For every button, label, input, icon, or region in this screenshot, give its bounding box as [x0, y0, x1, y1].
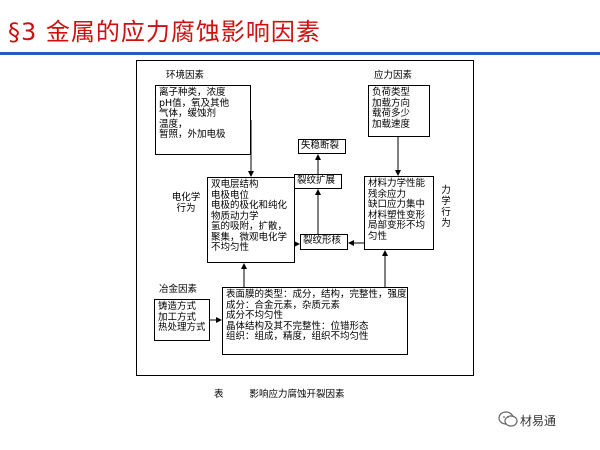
surface-line-3: 成分不均匀性 [226, 310, 284, 321]
ec-line-1: 双电层结构 [211, 179, 259, 190]
caption-label: 表 [214, 389, 224, 400]
ec-line-2: 电极电位 [211, 189, 250, 201]
watermark-text: 材易通 [520, 414, 557, 428]
mech-line-5: 局部变形不均 [368, 220, 426, 231]
ec-line-7: 不均匀性 [211, 242, 250, 253]
metallurgy-line-2: 加工方式 [158, 311, 197, 323]
stress-factors-heading: 应力因素 [374, 70, 413, 81]
electrochem-label-line2: 行为 [176, 203, 196, 214]
caption-text: 影响应力腐蚀开裂因素 [249, 389, 345, 400]
stress-factors-box: 负荷类型 加载方向 载荷多少 加载速度 [368, 85, 430, 137]
ec-line-5: 氢的吸附，扩散， [211, 221, 288, 232]
diagram-frame [136, 60, 474, 376]
mech-label-char-2: 学 [441, 196, 451, 207]
ec-line-3: 电极的极化和纯化 [211, 200, 288, 211]
electrochem-label-line1: 电化学 [171, 192, 201, 203]
env-factors-heading: 环境因素 [166, 70, 205, 81]
mech-label-char-3: 行 [441, 207, 451, 218]
metallurgy-heading: 冶金因素 [159, 284, 198, 295]
surface-microstructure-box: 表面膜的类型：成分，结构，完整性，强度 成分：合金元素，杂质元素 成分不均匀性 … [222, 287, 408, 355]
env-line-3: 气体，缓蚀剂 [159, 108, 217, 119]
mechanics-box: 材料力学性能 残余应力 缺口应力集中 材料塑性变形 局部变形不均 匀性 [364, 176, 434, 250]
metallurgy-box: 铸造方式 加工方式 热处理方式 [154, 299, 210, 341]
surface-line-2: 成分：合金元素，杂质元素 [226, 299, 341, 311]
electrochem-behavior-label: 电化学 行为 [168, 192, 204, 214]
wechat-icon [498, 411, 518, 427]
crack-growth-text: 裂纹扩展 [297, 175, 336, 186]
env-line-2: pH值，氧及其他 [159, 97, 230, 109]
metallurgy-line-3: 热处理方式 [158, 322, 206, 333]
mech-line-4: 材料塑性变形 [368, 209, 426, 221]
mech-line-1: 材料力学性能 [368, 178, 426, 189]
stress-line-4: 加载速度 [372, 118, 411, 130]
stress-line-2: 加载方向 [372, 97, 411, 109]
stress-line-3: 载荷多少 [372, 108, 411, 119]
metallurgy-line-1: 铸造方式 [158, 301, 197, 312]
mech-line-6: 匀性 [368, 230, 388, 242]
mech-label-char-4: 为 [441, 218, 451, 229]
crack-growth-box: 裂纹扩展 [294, 174, 342, 189]
instability-fracture-box: 失稳断裂 [298, 139, 346, 154]
instability-fracture-text: 失稳断裂 [301, 140, 340, 151]
ec-line-6: 聚集，微观电化学 [211, 231, 288, 243]
title-underline [0, 52, 600, 55]
stress-line-1: 负荷类型 [372, 87, 411, 98]
mech-line-3: 缺口应力集中 [368, 199, 426, 210]
mechanics-behavior-label: 力 学 行 为 [440, 185, 452, 229]
env-line-4: 温度， [159, 118, 188, 130]
mech-line-2: 残余应力 [368, 188, 407, 200]
crack-initiation-text: 裂纹形核 [303, 235, 342, 246]
surface-line-4: 晶体结构及其不完整性：位错形态 [226, 320, 369, 332]
env-factors-box: 离子种类，浓度 pH值，氧及其他 气体，缓蚀剂 温度， 暂照，外加电极 [155, 85, 251, 155]
surface-line-1: 表面膜的类型：成分，结构，完整性，强度 [226, 289, 407, 300]
slide-title: §3 金属的应力腐蚀影响因素 [8, 18, 321, 46]
electrochem-box: 双电层结构 电极电位 电极的极化和纯化 物质动力学 氢的吸附，扩散， 聚集，微观… [207, 177, 295, 263]
mech-label-char-1: 力 [441, 185, 451, 196]
crack-initiation-box: 裂纹形核 [300, 234, 348, 250]
env-line-5: 暂照，外加电极 [159, 129, 226, 140]
surface-line-5: 组织：组成，精度，组织不均匀性 [226, 331, 369, 342]
env-line-1: 离子种类，浓度 [159, 87, 226, 98]
diagram-caption: 表 影响应力腐蚀开裂因素 [214, 386, 345, 400]
ec-line-4: 物质动力学 [211, 210, 259, 222]
